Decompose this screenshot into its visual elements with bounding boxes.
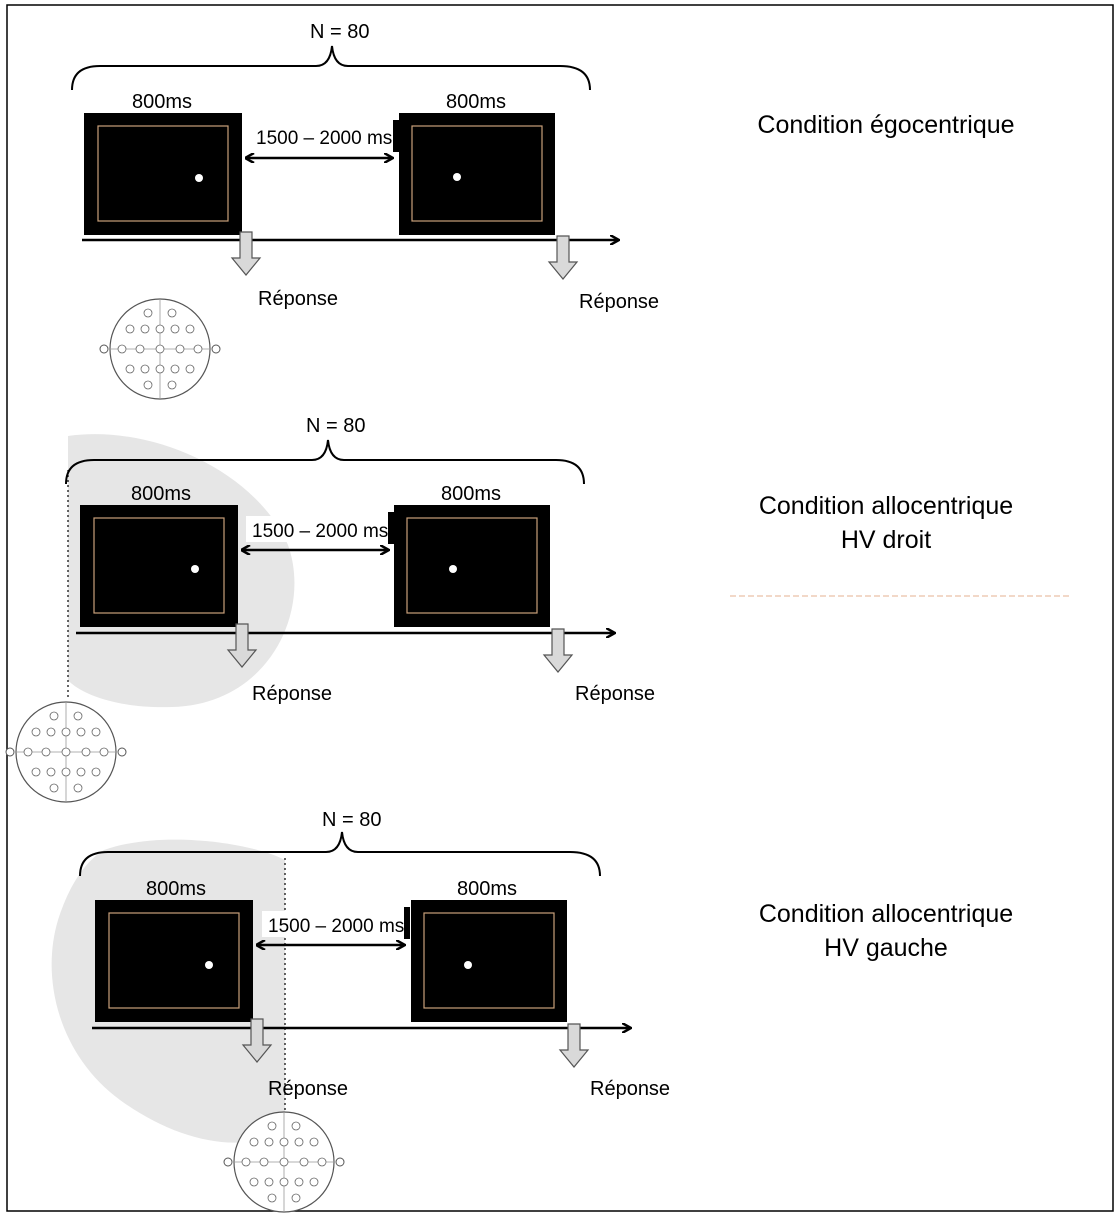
stimulus-duration-label: 800ms (132, 91, 192, 113)
n-label: N = 80 (322, 809, 381, 831)
stimulus-duration-label: 800ms (441, 483, 501, 505)
target-dot (453, 173, 461, 181)
trial-brace (71, 45, 591, 91)
panel-allocentric-left: N = 80 800ms 800ms 1500 – 2000 ms Répons… (51, 809, 1013, 1213)
eeg-cap-icon (99, 298, 221, 400)
target-dot (449, 565, 457, 573)
response-label: Réponse (579, 291, 659, 313)
eeg-cap-icon (5, 701, 127, 803)
condition-sublabel: HV droit (841, 526, 931, 554)
condition-label: Condition égocentrique (757, 111, 1014, 139)
response-arrow (226, 623, 258, 668)
response-arrow (241, 1018, 273, 1063)
trial-brace (79, 831, 601, 877)
target-dot (195, 174, 203, 182)
stimulus-screen (399, 113, 555, 235)
response-label: Réponse (252, 683, 332, 705)
target-dot (191, 565, 199, 573)
figure-border (6, 4, 1114, 1212)
isi-label: 1500 – 2000 ms (256, 128, 392, 149)
stimulus-duration-label: 800ms (146, 878, 206, 900)
n-label: N = 80 (310, 21, 369, 43)
isi-label: 1500 – 2000 ms (268, 916, 404, 937)
stimulus-screen (394, 505, 550, 627)
panel-egocentric: N = 80 800ms 800ms 1500 – 2000 ms Répons… (71, 21, 1015, 400)
isi-label: 1500 – 2000 ms (252, 521, 388, 542)
eeg-cap-icon (223, 1111, 345, 1213)
stimulus-screen (84, 113, 242, 235)
condition-label: Condition allocentrique (759, 492, 1013, 520)
response-arrow (547, 235, 579, 280)
stimulus-duration-label: 800ms (446, 91, 506, 113)
response-label: Réponse (258, 288, 338, 310)
n-label: N = 80 (306, 415, 365, 437)
response-label: Réponse (590, 1078, 670, 1100)
condition-sublabel: HV gauche (824, 934, 948, 962)
stimulus-duration-label: 800ms (131, 483, 191, 505)
response-arrow (558, 1023, 590, 1068)
panel-allocentric-right: N = 80 800ms 800ms 1500 – 2000 ms Répons… (5, 415, 1072, 803)
response-arrow (230, 231, 262, 276)
response-label: Réponse (575, 683, 655, 705)
trial-brace (65, 439, 585, 485)
stimulus-screen (80, 505, 238, 627)
response-arrow (542, 628, 574, 673)
target-dot (205, 961, 213, 969)
stimulus-duration-label: 800ms (457, 878, 517, 900)
stimulus-screen (411, 900, 567, 1022)
stimulus-screen (95, 900, 253, 1022)
target-dot (464, 961, 472, 969)
response-label: Réponse (268, 1078, 348, 1100)
condition-label: Condition allocentrique (759, 900, 1013, 928)
